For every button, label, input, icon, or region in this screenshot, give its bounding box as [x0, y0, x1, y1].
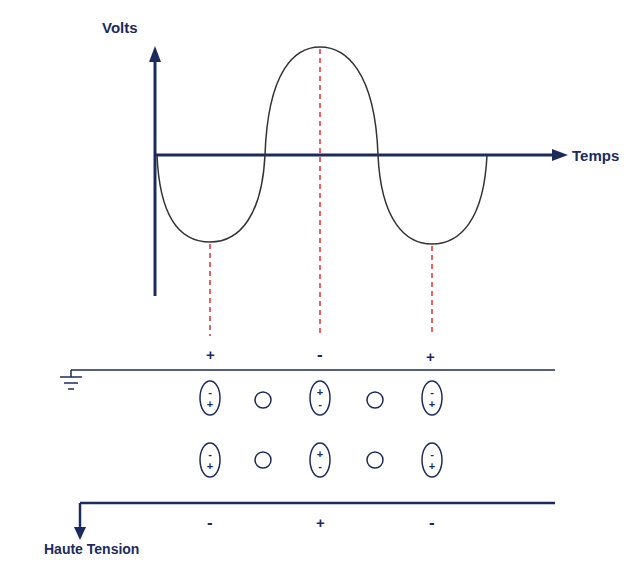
dipole-molecule: +- [309, 442, 331, 478]
dipole-molecule: +- [309, 380, 331, 416]
charge-sign: - [421, 448, 443, 460]
ground-symbol [64, 382, 78, 384]
ground-symbol [60, 376, 82, 378]
time-axis [155, 154, 556, 157]
charge-sign: + [421, 398, 443, 410]
ground-symbol [70, 370, 72, 377]
neutral-molecule [367, 392, 383, 408]
dipole-molecule: -+ [421, 442, 443, 478]
neutral-molecule [367, 452, 383, 468]
charge-sign: + [309, 386, 331, 398]
charge-sign: - [309, 398, 331, 410]
dashed-guide [209, 244, 211, 336]
axis-label: Haute Tension [44, 542, 139, 556]
axis-label: Temps [572, 148, 619, 163]
high-voltage-lead [79, 503, 82, 530]
charge-sign: + [199, 398, 221, 410]
axis-arrowhead [149, 46, 161, 62]
neutral-molecule [255, 452, 271, 468]
charge-sign: - [207, 514, 213, 531]
charge-sign: + [316, 515, 325, 530]
high-voltage-plate [80, 502, 555, 505]
dashed-guide [319, 49, 321, 336]
volts-axis [154, 60, 157, 296]
dipole-molecule: -+ [199, 380, 221, 416]
charge-sign: + [199, 460, 221, 472]
charge-sign: - [421, 386, 443, 398]
dipole-molecule: -+ [199, 442, 221, 478]
ground-symbol [68, 388, 74, 390]
charge-sign: - [199, 448, 221, 460]
dipole-molecule: -+ [421, 380, 443, 416]
ground-plate [71, 369, 555, 371]
charge-sign: - [429, 514, 435, 531]
lead-arrowhead [74, 527, 86, 540]
charge-sign: - [199, 386, 221, 398]
charge-sign: + [426, 349, 435, 364]
neutral-molecule [255, 392, 271, 408]
voltage-curve [157, 47, 487, 244]
charge-sign: + [421, 460, 443, 472]
charge-sign: + [206, 347, 215, 362]
axis-label: Volts [102, 20, 138, 35]
charge-sign: - [309, 460, 331, 472]
dashed-guide [431, 246, 433, 336]
charge-sign: + [309, 448, 331, 460]
charge-sign: - [317, 346, 323, 363]
axis-arrowhead [552, 149, 568, 161]
